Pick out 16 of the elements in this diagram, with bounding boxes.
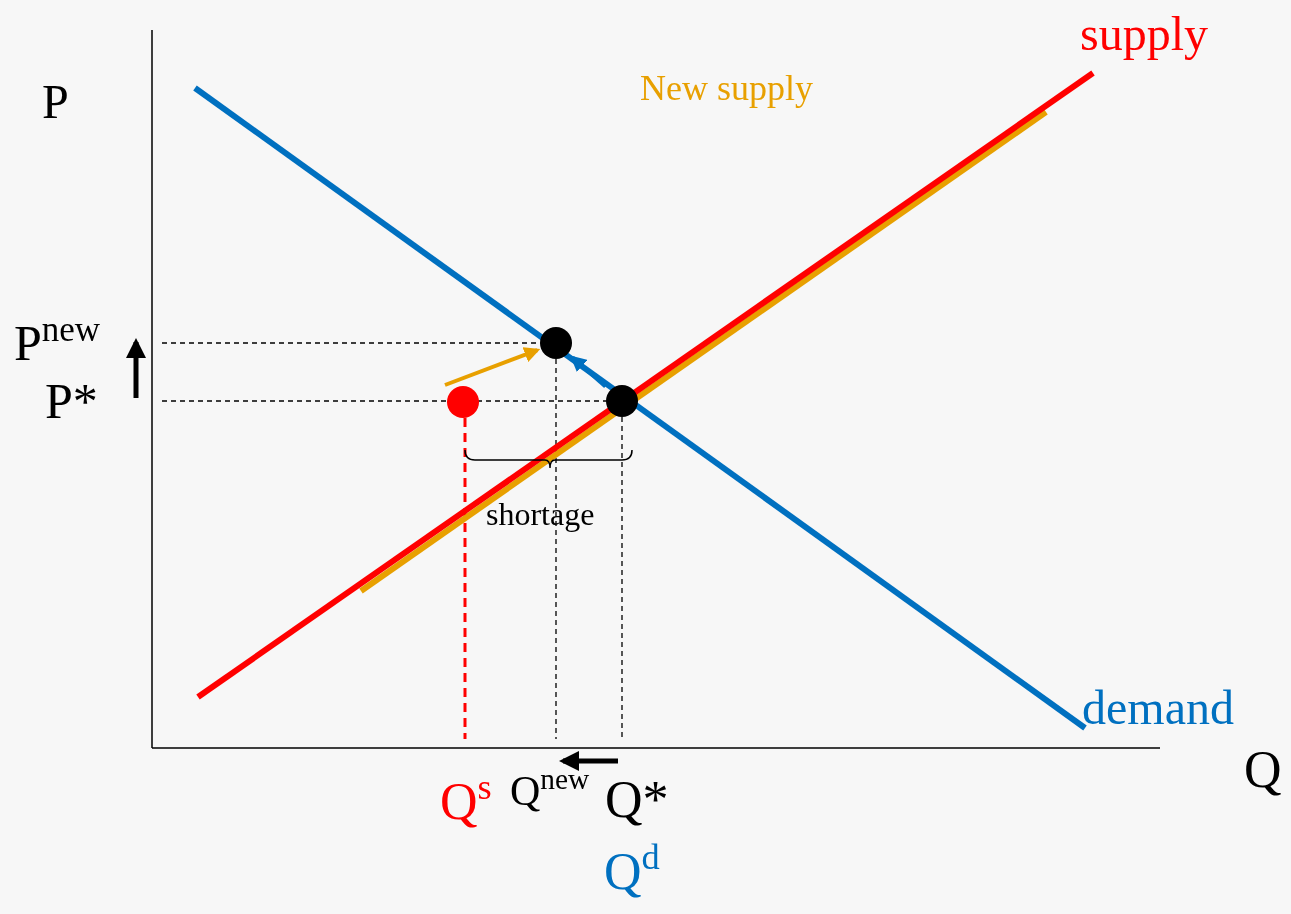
axis-label: P [42,78,69,126]
price-label: P$^{new}$ [14,318,101,368]
price-label: P* [45,376,98,426]
axis-label: Q [1244,744,1282,796]
arrow [570,355,607,388]
quantity-label: Q$^{s}$ [440,776,492,828]
curve-label: New supply [640,70,813,106]
equilibrium-point [606,385,638,417]
curve-label: demand [1082,684,1234,732]
curve-label: supply [1080,10,1208,58]
arrow [444,347,541,387]
quantity-label: Q* [605,774,669,826]
equilibrium-point [447,386,479,418]
quantity-label: Q$^{new}$ [510,770,590,812]
annotation-text: shortage [486,498,595,530]
equilibrium-point [540,327,572,359]
